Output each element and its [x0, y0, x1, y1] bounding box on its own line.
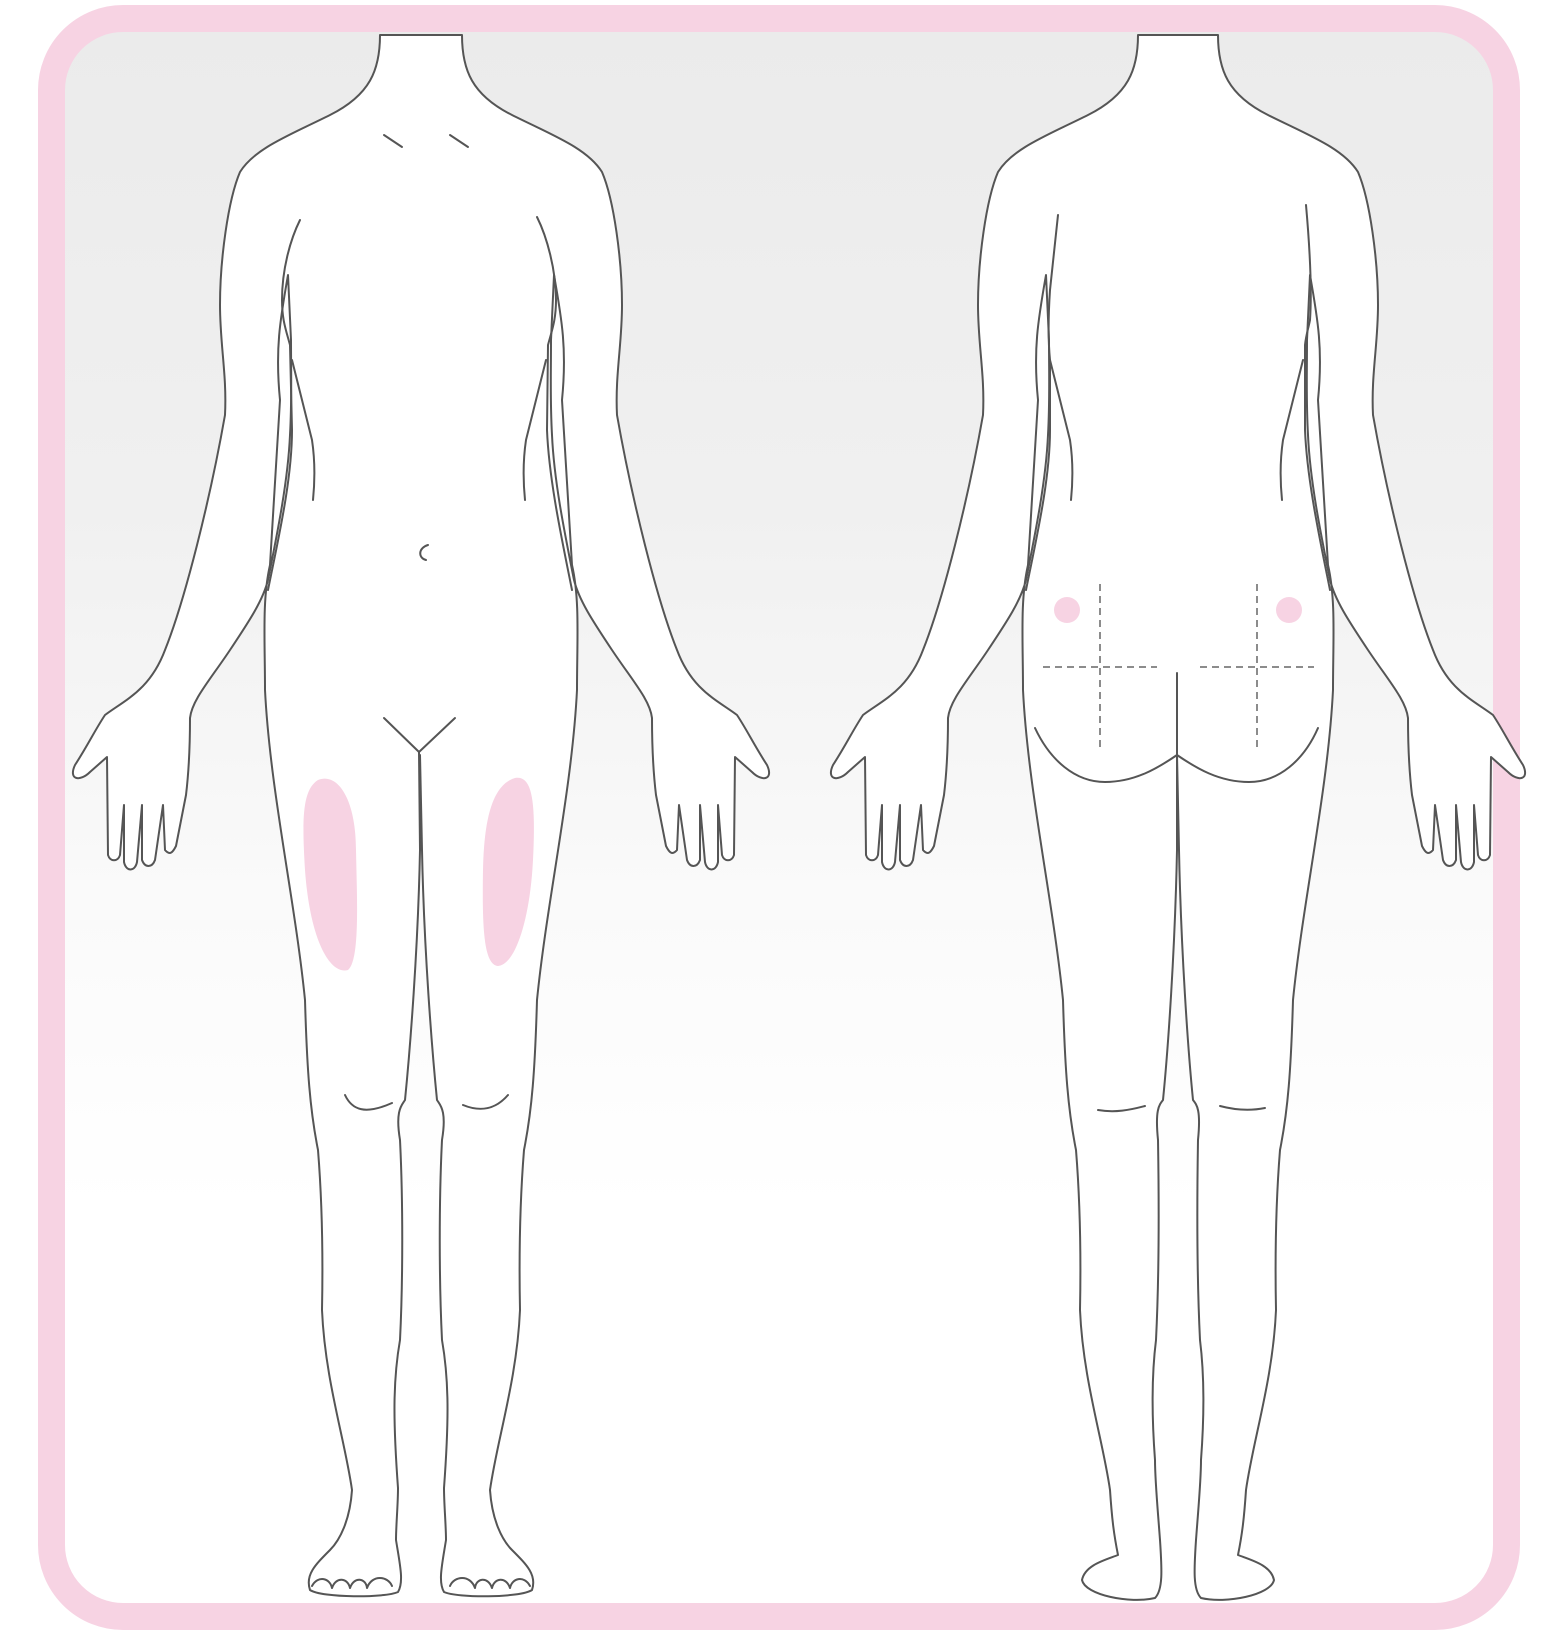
- back-right-injection-site: [1276, 597, 1302, 623]
- front-body-figure: [73, 35, 769, 1596]
- front-inner-leg-line: [419, 752, 420, 850]
- back-body-figure: [831, 35, 1525, 1600]
- front-body-outline: [73, 35, 769, 1596]
- back-body-outline: [831, 35, 1525, 1600]
- back-left-injection-site: [1054, 597, 1080, 623]
